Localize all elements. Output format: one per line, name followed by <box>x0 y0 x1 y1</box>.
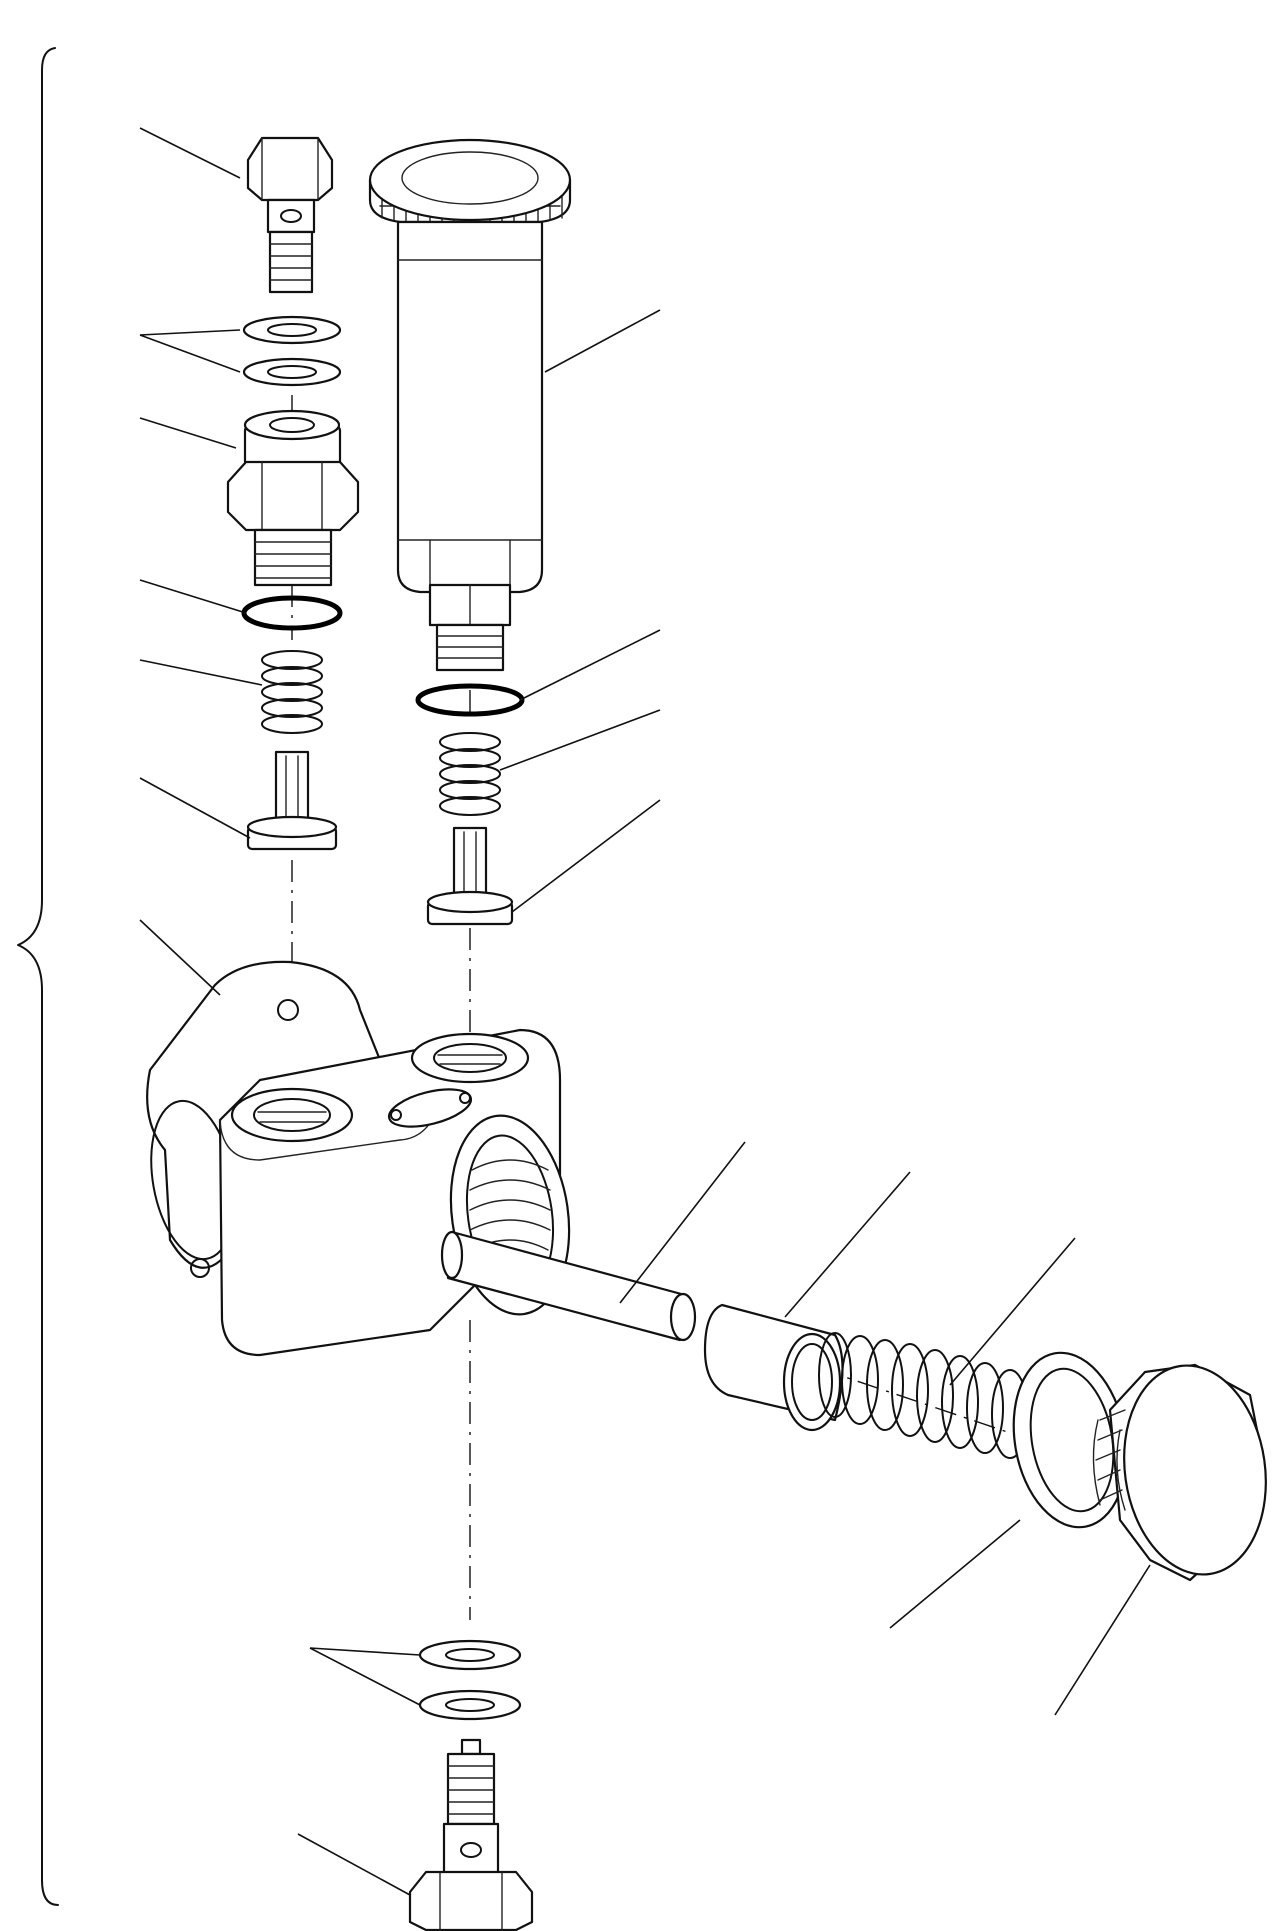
hex-plug <box>1092 1363 1267 1582</box>
sealing-washers-upper-pair <box>242 315 342 387</box>
sealing-washers-lower-pair <box>418 1639 522 1721</box>
piston-sleeve <box>703 1303 844 1432</box>
valve-spring-left <box>261 650 323 734</box>
banjo-bolt-bottom <box>408 1738 534 1931</box>
o-ring-right <box>415 683 525 717</box>
valve-holder-fitting <box>226 409 360 587</box>
push-rod <box>440 1230 697 1342</box>
banjo-bolt-top <box>246 136 334 294</box>
piston-spring <box>818 1332 1029 1459</box>
callout-leaders <box>139 127 1151 1896</box>
assembly-brace <box>17 47 59 1906</box>
check-valve-right <box>426 826 514 926</box>
check-valve-left <box>246 750 338 851</box>
hand-priming-pump <box>368 138 572 672</box>
valve-spring-right <box>439 732 501 816</box>
